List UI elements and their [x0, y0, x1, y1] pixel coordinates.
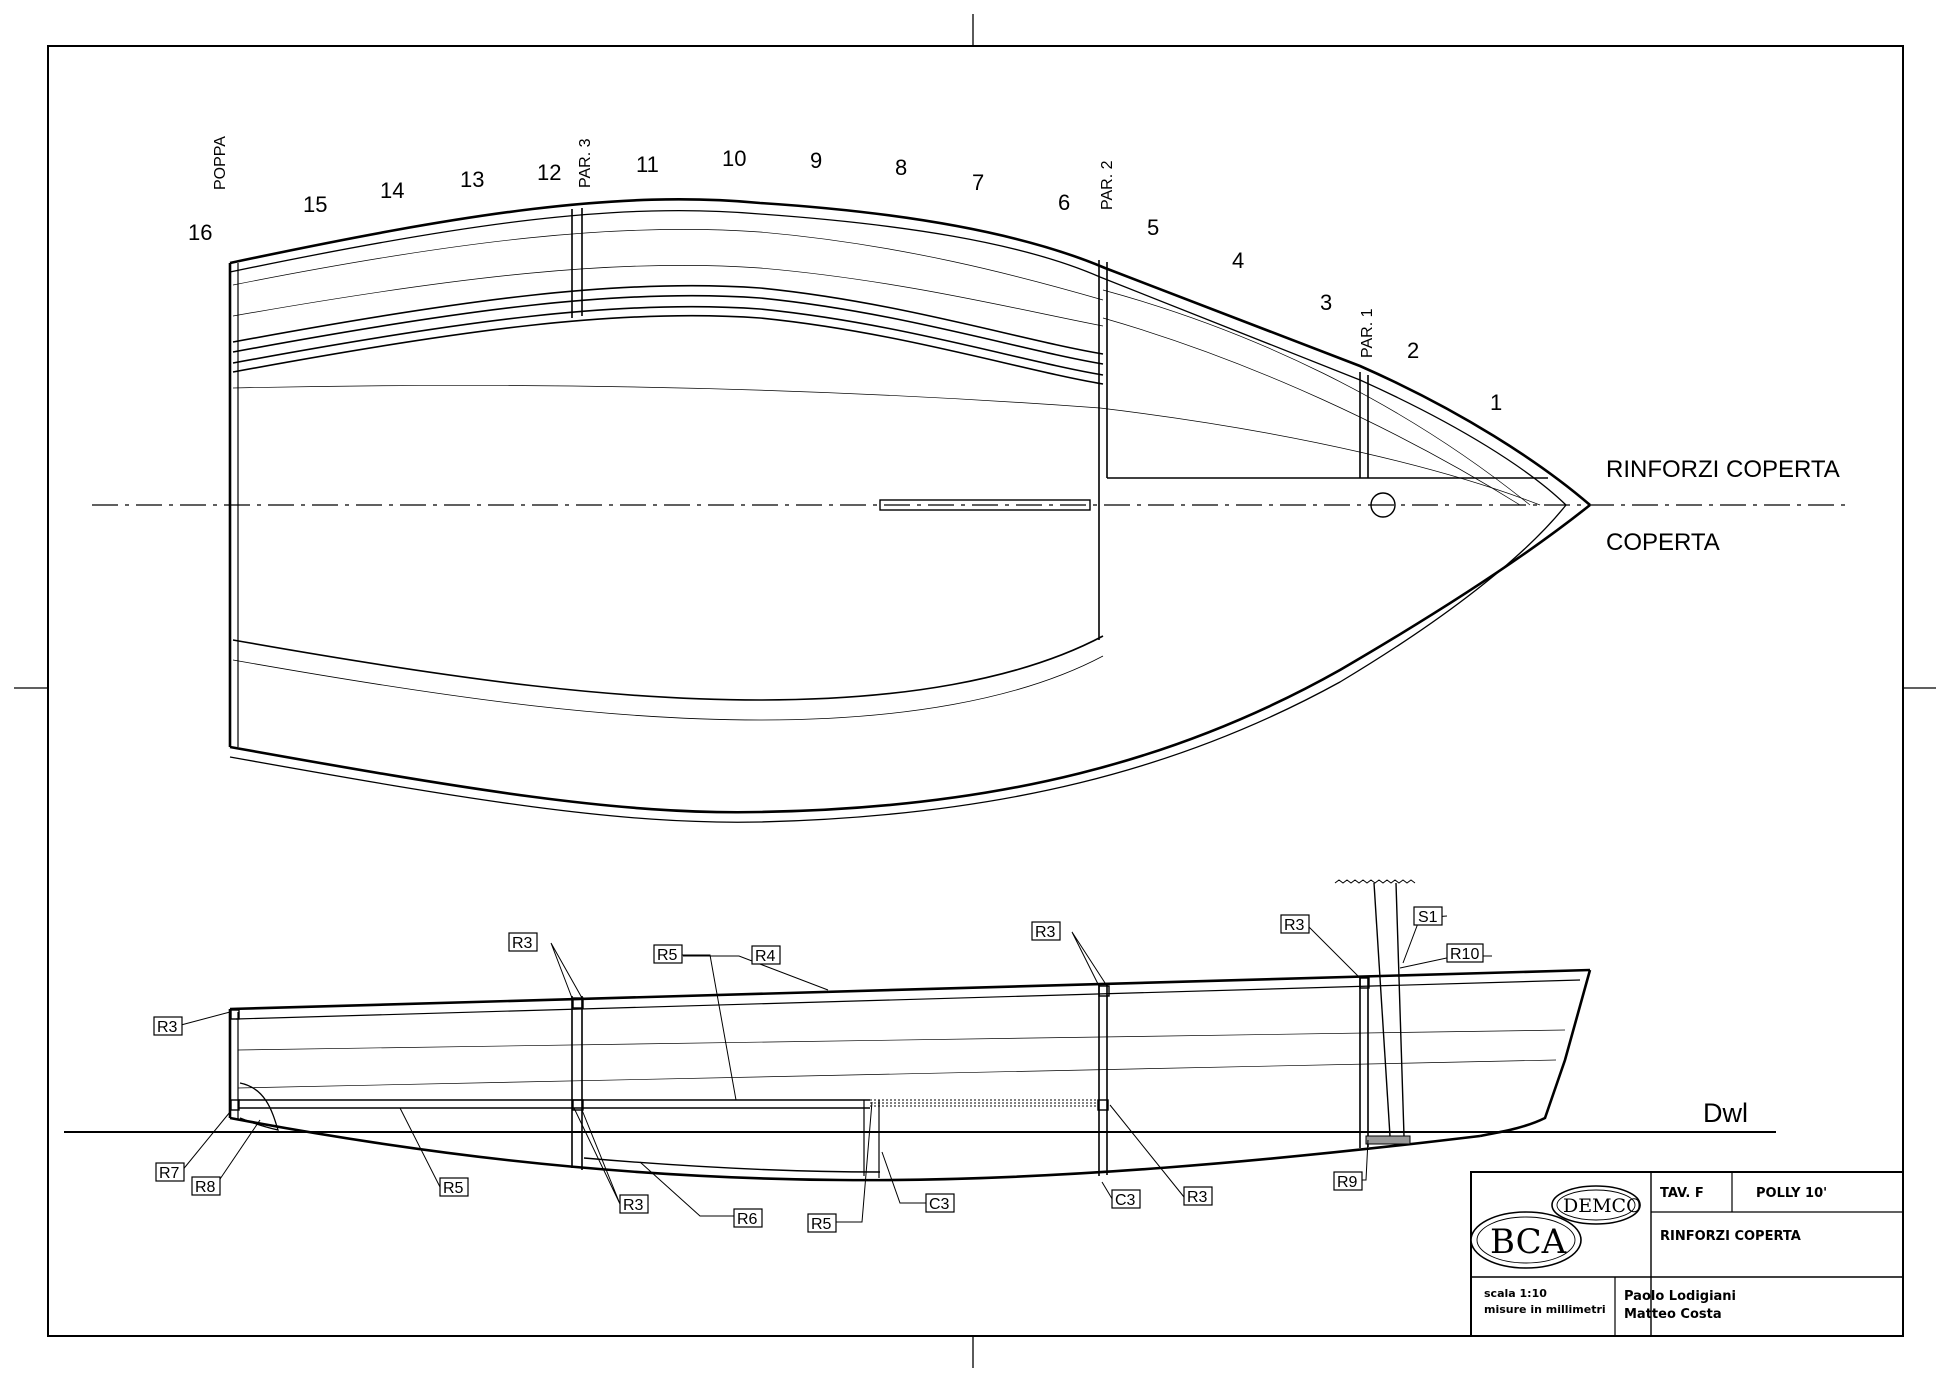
stern-label: POPPA — [212, 136, 229, 190]
units: misure in millimetri — [1484, 1303, 1606, 1316]
centerboard-slot — [879, 499, 1091, 511]
hull-outline-lower — [229, 503, 1591, 814]
callout-r7: R7 — [155, 1162, 185, 1182]
section-15: 15 — [303, 192, 327, 217]
callouts: R3 R3 R5 R4 R3 R3 S1 R10 R7 R8 R5 R3 R6 … — [153, 906, 1484, 1233]
section-2: 2 — [1407, 338, 1419, 363]
svg-text:R5: R5 — [443, 1180, 464, 1197]
bca-logo — [1470, 1211, 1582, 1269]
sheet-number: TAV. F — [1660, 1186, 1704, 1201]
callout-r10: R10 — [1446, 943, 1484, 963]
callout-r5-top: R5 — [653, 944, 683, 964]
svg-text:R6: R6 — [737, 1211, 758, 1228]
scale: scala 1:10 — [1484, 1287, 1547, 1300]
svg-text:C3: C3 — [1115, 1192, 1136, 1209]
svg-text:R9: R9 — [1337, 1174, 1358, 1191]
section-6: 6 — [1058, 190, 1070, 215]
section-8: 8 — [895, 155, 907, 180]
callout-r3-par2-bottom: R3 — [1183, 1186, 1213, 1206]
svg-text:R3: R3 — [623, 1197, 644, 1214]
drawing-title: RINFORZI COPERTA — [1660, 1229, 1801, 1244]
section-9: 9 — [810, 148, 822, 173]
svg-text:S1: S1 — [1418, 909, 1438, 926]
section-11: 11 — [636, 152, 659, 177]
svg-text:R10: R10 — [1450, 946, 1479, 963]
bulkhead-label-par3: PAR. 3 — [577, 138, 594, 188]
leader-lines — [180, 915, 1492, 1223]
mast-hole — [1370, 492, 1396, 518]
callout-r3-par3-bottom: R3 — [619, 1194, 649, 1214]
callout-r3-par2-top: R3 — [1031, 921, 1061, 941]
svg-text:R8: R8 — [195, 1179, 216, 1196]
callout-r9: R9 — [1333, 1171, 1363, 1191]
plan-view — [92, 198, 1850, 823]
svg-text:R7: R7 — [159, 1165, 180, 1182]
svg-text:R3: R3 — [1035, 924, 1056, 941]
svg-text:R3: R3 — [1284, 917, 1305, 934]
svg-text:R3: R3 — [512, 935, 533, 952]
callout-r4: R4 — [751, 945, 781, 965]
section-4: 4 — [1232, 248, 1244, 273]
svg-text:R3: R3 — [1187, 1189, 1208, 1206]
callout-r5-bottom: R5 — [439, 1177, 469, 1197]
section-1: 1 — [1490, 390, 1502, 415]
bulkhead-label-par1: PAR. 1 — [1359, 308, 1376, 358]
model-name: POLLY 10' — [1756, 1186, 1827, 1201]
section-10: 10 — [722, 146, 746, 171]
callout-s1: S1 — [1413, 906, 1443, 926]
svg-text:R5: R5 — [657, 947, 678, 964]
callout-c3-par2: C3 — [1111, 1189, 1141, 1209]
sheet-frame — [14, 14, 1936, 1368]
section-5: 5 — [1147, 215, 1159, 240]
waterline-label: Dwl — [1703, 1098, 1748, 1128]
section-14: 14 — [380, 178, 404, 203]
callout-r3-transom: R3 — [153, 1016, 183, 1036]
demco-logo — [1551, 1185, 1641, 1225]
section-12: 12 — [537, 160, 561, 185]
deck-reinforcements-label: RINFORZI COPERTA — [1606, 456, 1840, 483]
deck-label: COPERTA — [1606, 529, 1720, 556]
svg-text:R4: R4 — [755, 948, 776, 965]
section-13: 13 — [460, 167, 484, 192]
author-1: Paolo Lodigiani — [1624, 1289, 1736, 1304]
title-block — [1470, 1171, 1904, 1337]
bulkhead-label-par2: PAR. 2 — [1099, 160, 1116, 210]
section-7: 7 — [972, 170, 984, 195]
profile-view — [64, 879, 1776, 1182]
bca-logo-text: BCA — [1490, 1222, 1567, 1262]
callout-r5-case: R5 — [807, 1213, 837, 1233]
callout-r6: R6 — [733, 1208, 763, 1228]
demco-logo-text: DEMCO — [1563, 1195, 1642, 1217]
svg-text:R3: R3 — [157, 1019, 178, 1036]
svg-text:R5: R5 — [811, 1216, 832, 1233]
hull-outline-upper — [229, 198, 1591, 506]
callout-r3-par1-top: R3 — [1280, 914, 1310, 934]
callout-r8: R8 — [191, 1176, 221, 1196]
section-3: 3 — [1320, 290, 1332, 315]
callout-r3-par3-top: R3 — [508, 932, 538, 952]
svg-text:C3: C3 — [929, 1196, 950, 1213]
section-numbers: 16 15 14 13 12 11 10 9 8 7 6 5 4 3 2 1 — [188, 146, 1502, 415]
author-2: Matteo Costa — [1624, 1307, 1722, 1322]
section-16: 16 — [188, 220, 212, 245]
callout-c3-case: C3 — [925, 1193, 955, 1213]
